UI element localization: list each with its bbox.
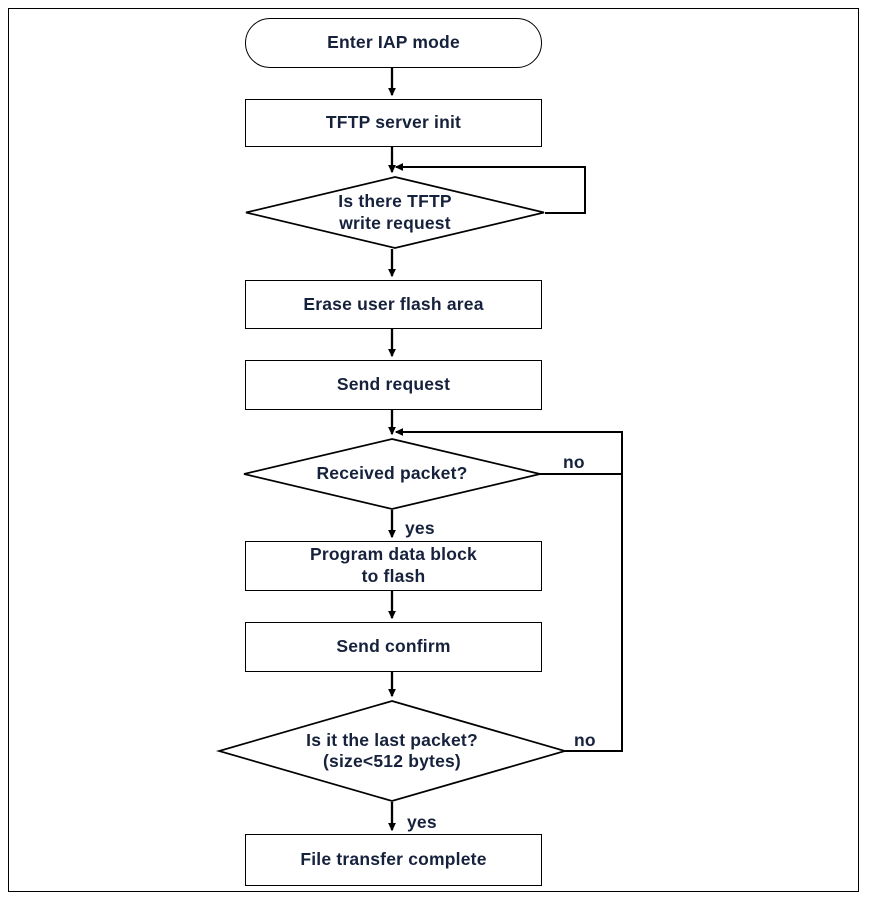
node-start[interactable]: Enter IAP mode (245, 18, 542, 68)
node-send-request[interactable]: Send request (245, 360, 542, 410)
decision-diamond-shape (245, 176, 545, 249)
node-is-it-the-last-packet-label: Is it the last packet? (size<512 bytes) (218, 700, 566, 802)
node-program-data-block-to-flash-label: Program data block to flash (310, 544, 477, 588)
node-send-confirm[interactable]: Send confirm (245, 622, 542, 672)
node-file-transfer-complete[interactable]: File transfer complete (245, 834, 542, 886)
node-received-packet[interactable]: Received packet? (243, 438, 541, 510)
node-erase-user-flash-area[interactable]: Erase user flash area (245, 280, 542, 329)
node-is-there-tftp-write-request-label: Is there TFTP write request (245, 176, 545, 249)
node-received-packet-label: Received packet? (243, 438, 541, 510)
edge-label-received-packet-no: no (563, 452, 585, 472)
edge-label-received-packet-yes: yes (405, 518, 435, 538)
node-send-request-label: Send request (336, 374, 451, 395)
edge-label-last-packet-no: no (574, 730, 596, 750)
node-send-confirm-label: Send confirm (336, 636, 451, 657)
node-tftp-server-init[interactable]: TFTP server init (245, 99, 542, 147)
decision-line-2: write request (339, 212, 451, 233)
node-file-transfer-complete-label: File transfer complete (300, 849, 487, 870)
decision-line-1: Is there TFTP (338, 191, 452, 212)
process-line-2: to flash (361, 566, 426, 586)
node-is-there-tftp-write-request[interactable]: Is there TFTP write request (245, 176, 545, 249)
node-start-label: Enter IAP mode (327, 32, 460, 53)
decision-line-1: Received packet? (316, 463, 468, 484)
decision-diamond-shape (243, 438, 541, 510)
process-line-1: Program data block (310, 544, 477, 565)
node-is-it-the-last-packet[interactable]: Is it the last packet? (size<512 bytes) (215, 700, 569, 802)
decision-diamond-shape (215, 700, 569, 802)
node-erase-user-flash-area-label: Erase user flash area (303, 293, 484, 314)
edge-label-last-packet-yes: yes (407, 812, 437, 832)
decision-line-2: (size<512 bytes) (323, 751, 461, 771)
node-tftp-server-init-label: TFTP server init (325, 112, 462, 133)
node-program-data-block-to-flash[interactable]: Program data block to flash (245, 541, 542, 591)
decision-line-1: Is it the last packet? (306, 729, 478, 750)
